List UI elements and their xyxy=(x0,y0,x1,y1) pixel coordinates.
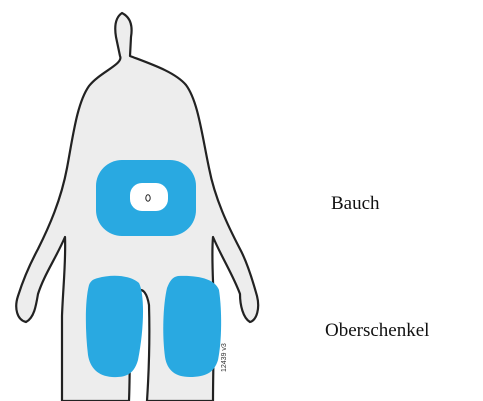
abdomen-label: Bauch xyxy=(331,194,380,213)
figure-code: 12439 v3 xyxy=(221,343,228,372)
thigh-label: Oberschenkel xyxy=(325,321,429,340)
right-thigh-zone xyxy=(163,276,221,377)
left-thigh-zone xyxy=(86,276,143,377)
navel-exclusion-area xyxy=(130,183,168,211)
